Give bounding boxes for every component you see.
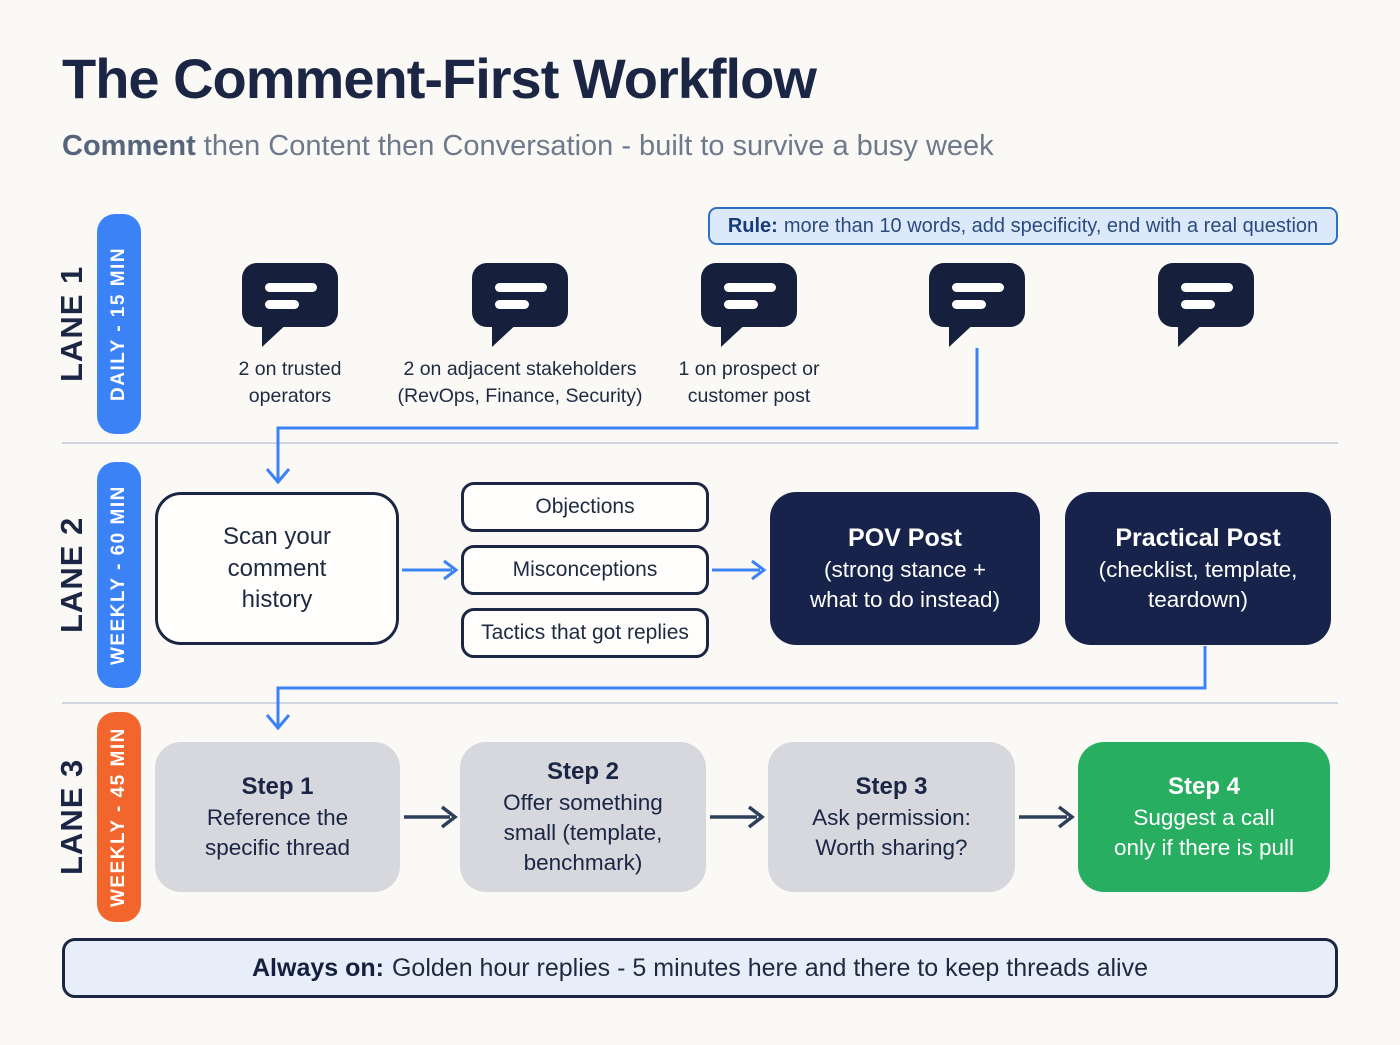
connector-lane2-to-lane3	[265, 646, 1207, 731]
pov-post-body: (strong stance + what to do instead)	[809, 557, 1001, 613]
step-4-title: Step 4	[1167, 773, 1241, 801]
always-on-banner: Always on: Golden hour replies - 5 minut…	[62, 938, 1338, 998]
practical-post-box: Practical Post (checklist, template, tea…	[1065, 492, 1331, 645]
practical-post-title: Practical Post	[1115, 523, 1281, 552]
comment-icon	[929, 263, 1025, 347]
chip-tactics: Tactics that got replies	[461, 608, 709, 658]
comment-icon	[472, 263, 568, 347]
arrow-chips-to-pov	[712, 559, 767, 581]
step-3-body: Ask permission: Worth sharing?	[812, 805, 971, 860]
lane2-lane3-divider	[62, 702, 1338, 704]
step-3-box: Step 3 Ask permission: Worth sharing?	[768, 742, 1015, 892]
page-subtitle: Comment then Content then Conversation -…	[62, 130, 994, 163]
rule-badge-text: more than 10 words, add specificity, end…	[783, 214, 1319, 237]
comment-icon	[701, 263, 797, 347]
page-title: The Comment-First Workflow	[62, 47, 817, 110]
step-1-title: Step 1	[241, 773, 314, 801]
step-1-box: Step 1 Reference the specific thread	[155, 742, 400, 892]
arrow-step3-to-step4	[1019, 805, 1075, 829]
arrow-scan-to-chips	[402, 559, 459, 581]
always-on-label: Always on:	[252, 953, 384, 982]
lane2-label: LANE 2	[54, 516, 89, 634]
lane2-time-pill: WEEKLY - 60 MIN	[97, 462, 141, 688]
step-1-body: Reference the specific thread	[204, 805, 351, 860]
chip-objections: Objections	[461, 482, 709, 532]
rule-badge-label: Rule:	[727, 214, 778, 237]
lane1-label: LANE 1	[54, 265, 89, 383]
comment-icon	[1158, 263, 1254, 347]
scan-comment-history-box: Scan your comment history	[155, 492, 399, 645]
arrow-step1-to-step2	[404, 805, 458, 829]
pov-post-box: POV Post (strong stance + what to do ins…	[770, 492, 1040, 645]
step-2-body: Offer something small (template, benchma…	[503, 790, 663, 875]
lane1-item-label: 1 on prospect or customer post	[678, 358, 820, 408]
step-2-title: Step 2	[546, 758, 620, 786]
subtitle-lead: Comment	[62, 130, 196, 162]
rule-badge: Rule: more than 10 words, add specificit…	[708, 207, 1338, 245]
always-on-text: Golden hour replies - 5 minutes here and…	[391, 953, 1148, 982]
lane1-lane2-divider	[62, 442, 1338, 444]
chip-misconceptions: Misconceptions	[461, 545, 709, 595]
pov-post-title: POV Post	[848, 523, 962, 552]
step-2-box: Step 2 Offer something small (template, …	[460, 742, 706, 892]
subtitle-rest: then Content then Conversation - built t…	[195, 130, 994, 162]
step-4-body: Suggest a call only if there is pull	[1113, 805, 1295, 860]
lane3-time-pill: WEEKLY - 45 MIN	[97, 712, 141, 922]
comment-icon	[242, 263, 338, 347]
practical-post-body: (checklist, template, teardown)	[1098, 557, 1298, 613]
step-4-box: Step 4 Suggest a call only if there is p…	[1078, 742, 1330, 892]
arrow-step2-to-step3	[710, 805, 765, 829]
lane1-time-pill: DAILY - 15 MIN	[97, 214, 141, 434]
lane3-label: LANE 3	[54, 758, 89, 876]
step-3-title: Step 3	[855, 773, 928, 801]
